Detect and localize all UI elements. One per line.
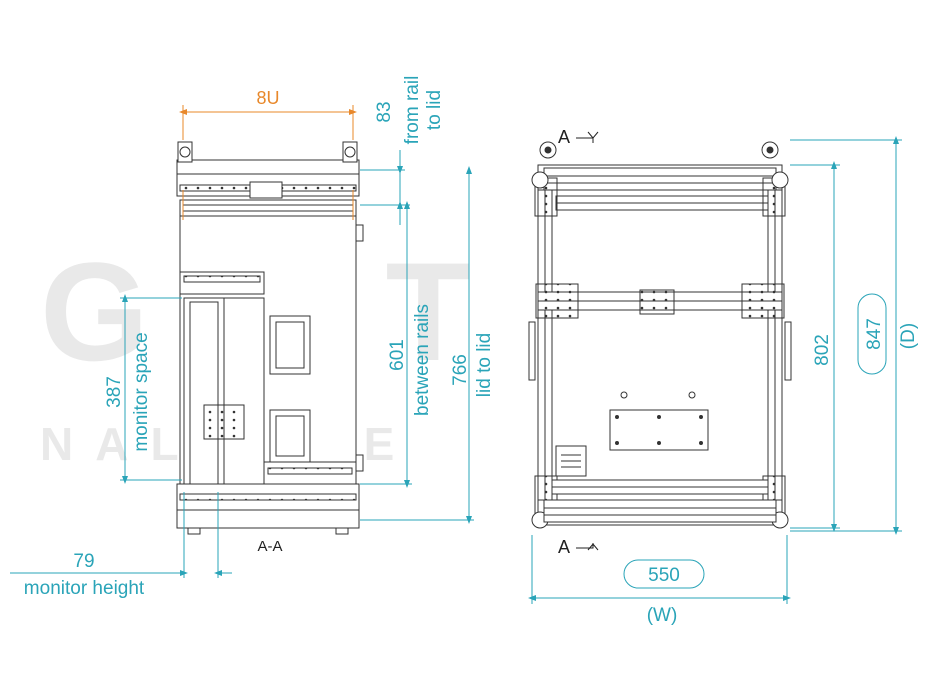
dim-847-value: 847 [864,318,885,350]
section-label: A-A [257,538,282,555]
dim-8u-label: 8U [256,88,279,108]
dim-rail-value: 83 [374,101,395,122]
dim-rail-label-2: to lid [424,90,445,130]
dim-monitor-value: 387 [104,376,125,408]
dim-rails-value: 601 [387,339,408,371]
dim-rail-label-1: from rail [402,76,423,145]
dim-rails-label: between rails [412,304,433,416]
dim-lid-label: lid to lid [474,333,495,397]
section-dimensions: 8U 83 from rail to lid 601 between rails… [10,76,495,599]
dim-802-value: 802 [812,334,833,366]
caster-top-left [177,141,193,163]
section-view [176,141,364,535]
corner-ball-tl [531,171,549,189]
section-marks: A A [558,127,599,557]
bottom-lid [176,483,360,529]
dim-depth-label: (D) [898,323,919,349]
front-view [528,141,792,529]
dim-width-label: (W) [647,605,678,626]
dim-550-box [623,559,705,589]
front-dimensions: 802 847 (D) 550 (W) [528,136,919,626]
section-mark-bottom: A [558,537,570,557]
dim-lid-value: 766 [450,354,471,386]
dim-847-box [857,293,887,375]
dim-550-value: 550 [648,565,680,586]
section-mark-top: A [558,127,570,147]
dim-height-label: monitor height [24,578,145,599]
dim-monitor-label: monitor space [131,332,152,451]
handle-upper [269,315,311,375]
caster-top-right [342,141,358,163]
dim-height-value: 79 [73,551,94,572]
corner-ball-tr [771,171,789,189]
monitor-shelf [179,271,265,295]
monitor [183,297,225,489]
